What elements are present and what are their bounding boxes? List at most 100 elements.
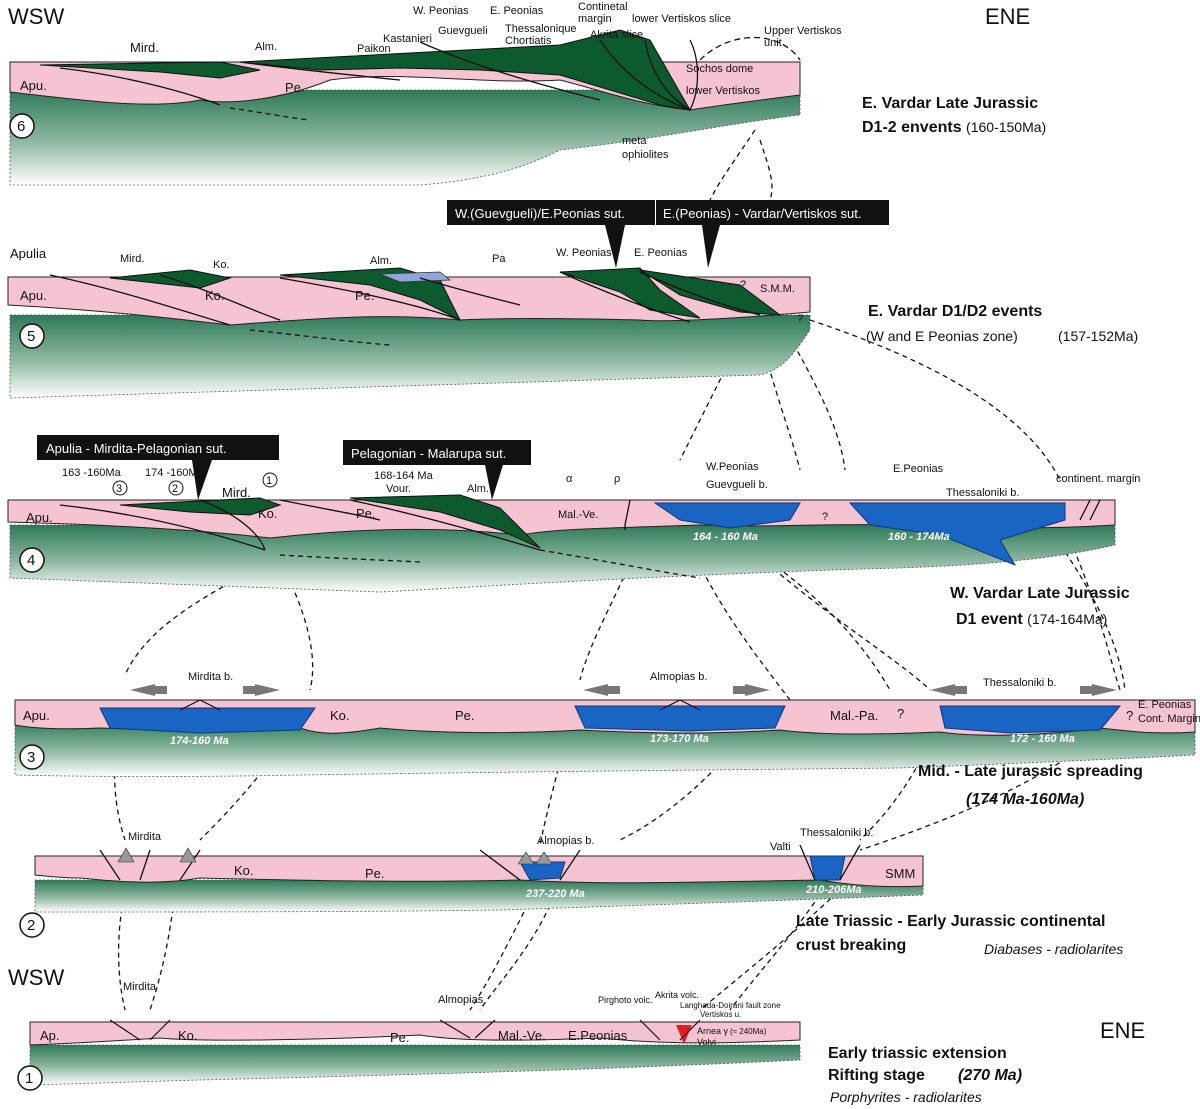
- stage-6: Mird. Apu. Alm. Pe. Paikon Kastanieri Gu…: [9, 1, 1046, 186]
- svg-text:Ko.: Ko.: [258, 506, 278, 521]
- svg-text:Guevgueli: Guevgueli: [438, 25, 488, 37]
- suture-box-e-peonias: E.(Peonias) - Vardar/Vertiskos sut.: [656, 200, 889, 268]
- svg-text:W. Peonias: W. Peonias: [556, 247, 612, 259]
- svg-text:Mirdita: Mirdita: [128, 831, 162, 843]
- svg-text:Ko.: Ko.: [330, 708, 350, 723]
- svg-text:173-170 Ma: 173-170 Ma: [650, 733, 709, 745]
- stage-2-caption-title-2: crust breaking: [796, 937, 906, 954]
- svg-text:4: 4: [27, 552, 35, 569]
- wsw-label: WSW: [8, 4, 64, 29]
- svg-text:Pe.: Pe.: [285, 80, 305, 95]
- svg-text:Ap.: Ap.: [40, 1028, 60, 1043]
- svg-text:1: 1: [25, 1070, 33, 1087]
- svg-text:meta: meta: [622, 135, 647, 147]
- svg-text:Thessalonique: Thessalonique: [505, 23, 577, 35]
- svg-text:Langhada-Doirani fault zone: Langhada-Doirani fault zone: [680, 1001, 781, 1010]
- svg-text:Volvi: Volvi: [697, 1037, 716, 1047]
- svg-text:3: 3: [116, 483, 122, 495]
- stage-6-labels: Mird. Apu. Alm. Pe. Paikon Kastanieri Gu…: [20, 1, 842, 161]
- svg-text:Apu.: Apu.: [26, 510, 53, 525]
- svg-text:160 - 174Ma: 160 - 174Ma: [888, 531, 950, 543]
- svg-text:Mirdita b.: Mirdita b.: [188, 671, 233, 683]
- stage-4: Apulia - Mirdita-Pelagonian sut. Pelagon…: [7, 435, 1140, 628]
- svg-text:Almopias b.: Almopias b.: [537, 835, 594, 847]
- svg-text:?: ?: [1126, 708, 1133, 723]
- svg-text:Apulia: Apulia: [10, 246, 47, 261]
- svg-text:W. Peonias: W. Peonias: [413, 5, 469, 17]
- svg-text:Pe.: Pe.: [390, 1030, 410, 1045]
- svg-text:E.Peonias: E.Peonias: [568, 1028, 628, 1043]
- svg-text:Thessaloniki b.: Thessaloniki b.: [983, 677, 1056, 689]
- svg-text:Ko.: Ko.: [205, 288, 225, 303]
- svg-text:Ko.: Ko.: [213, 259, 230, 271]
- svg-text:237-220 Ma: 237-220 Ma: [525, 888, 585, 900]
- svg-text:2: 2: [172, 483, 178, 495]
- suture-box-w-guevgueli: W.(Guevgueli)/E.Peonias sut.: [447, 200, 655, 268]
- svg-text:Mirdita: Mirdita: [123, 981, 157, 993]
- stage-4-caption-sub: D1 event (174-164Ma): [956, 611, 1107, 628]
- svg-text:Vour.: Vour.: [386, 483, 411, 495]
- svg-text:Thessaloniki b.: Thessaloniki b.: [800, 827, 873, 839]
- svg-text:ρ: ρ: [614, 473, 620, 485]
- svg-text:E. Peonias: E. Peonias: [634, 247, 688, 259]
- svg-text:163 -160Ma: 163 -160Ma: [62, 467, 122, 479]
- svg-text:Cont. Margin: Cont. Margin: [1138, 713, 1200, 725]
- svg-text:Pelagonian - Malarupa sut.: Pelagonian - Malarupa sut.: [351, 446, 506, 461]
- stage-1-caption-age: (270 Ma): [958, 1067, 1022, 1084]
- svg-text:Guevgueli b.: Guevgueli b.: [706, 479, 768, 491]
- svg-text:Valti: Valti: [770, 841, 791, 853]
- svg-text:Mird.: Mird.: [120, 253, 144, 265]
- svg-text:Alm.: Alm.: [467, 483, 489, 495]
- svg-text:Alm.: Alm.: [370, 255, 392, 267]
- svg-text:SMM: SMM: [885, 866, 915, 881]
- stage-6-ophiolite: [39, 29, 691, 111]
- stage-4-labels: 163 -160Ma 174 -160Ma 3 2 1 Mird. 168-16…: [26, 461, 1140, 543]
- svg-text:164 - 160 Ma: 164 - 160 Ma: [693, 531, 758, 543]
- stage-5-labels: Apulia Mird. Ko. Apu. Ko. Alm. Pe. Pa W.…: [10, 246, 803, 325]
- ene-label: ENE: [985, 4, 1030, 29]
- stage-2-caption-title-1: Late Triassic - Early Jurassic continent…: [796, 913, 1105, 930]
- svg-text:W.(Guevgueli)/E.Peonias sut.: W.(Guevgueli)/E.Peonias sut.: [455, 206, 625, 221]
- svg-text:unit: unit: [764, 37, 782, 49]
- svg-text:Akrita slice: Akrita slice: [590, 29, 643, 41]
- svg-text:Pirghoto volc.: Pirghoto volc.: [598, 995, 653, 1005]
- svg-text:?: ?: [740, 279, 746, 291]
- svg-text:α: α: [566, 473, 573, 485]
- svg-text:E. Peonias: E. Peonias: [1138, 699, 1192, 711]
- svg-text:Upper Vertiskos: Upper Vertiskos: [764, 25, 842, 37]
- svg-text:Vertiskos u.: Vertiskos u.: [700, 1010, 741, 1019]
- svg-text:Sochos dome: Sochos dome: [686, 63, 753, 75]
- svg-text:6: 6: [17, 118, 25, 135]
- stage-1-caption-sub: Porphyrites - radiolarites: [830, 1089, 982, 1105]
- svg-text:Pe.: Pe.: [365, 866, 385, 881]
- svg-text:1: 1: [266, 475, 272, 487]
- svg-text:Almopias: Almopias: [438, 994, 484, 1006]
- svg-text:W.Peonias: W.Peonias: [706, 461, 759, 473]
- stage-1: WSW ENE Mirdita Almopias Pirghoto volc. …: [8, 965, 1145, 1105]
- stage-2-volcanoes: [117, 847, 553, 865]
- arnea-granite: [676, 1025, 692, 1044]
- svg-text:Continetal: Continetal: [578, 1, 628, 13]
- stage-3: Mirdita b. Almopias b. Thessaloniki b. A…: [14, 671, 1200, 808]
- svg-text:210-206Ma: 210-206Ma: [805, 884, 862, 896]
- stage-4-caption-title: W. Vardar Late Jurassic: [950, 585, 1130, 602]
- svg-text:Pe.: Pe.: [356, 506, 376, 521]
- svg-text:ophiolites: ophiolites: [622, 149, 669, 161]
- stage-1-caption-title-2: Rifting stage: [828, 1067, 925, 1084]
- svg-text:Apu.: Apu.: [20, 78, 47, 93]
- svg-text:Apu.: Apu.: [20, 288, 47, 303]
- svg-text:Alm.: Alm.: [255, 41, 277, 53]
- svg-text:lower Vertiskos slice: lower Vertiskos slice: [632, 13, 731, 25]
- svg-text:(≈ 240Ma): (≈ 240Ma): [730, 1027, 767, 1036]
- stage-6-caption-title: E. Vardar Late Jurassic: [862, 95, 1038, 112]
- stage-2-caption-sub: Diabases - radiolarites: [984, 941, 1123, 957]
- svg-text:S.M.M.: S.M.M.: [760, 283, 795, 295]
- svg-text:174-160 Ma: 174-160 Ma: [170, 735, 229, 747]
- svg-text:Paikon: Paikon: [357, 43, 391, 55]
- svg-text:Mal.-Pa.: Mal.-Pa.: [830, 708, 878, 723]
- stage-1-caption-title-1: Early triassic extension: [828, 1045, 1007, 1062]
- svg-text:margin: margin: [578, 13, 612, 25]
- svg-text:5: 5: [27, 328, 35, 345]
- stage-5: W.(Guevgueli)/E.Peonias sut. E.(Peonias)…: [7, 200, 1138, 399]
